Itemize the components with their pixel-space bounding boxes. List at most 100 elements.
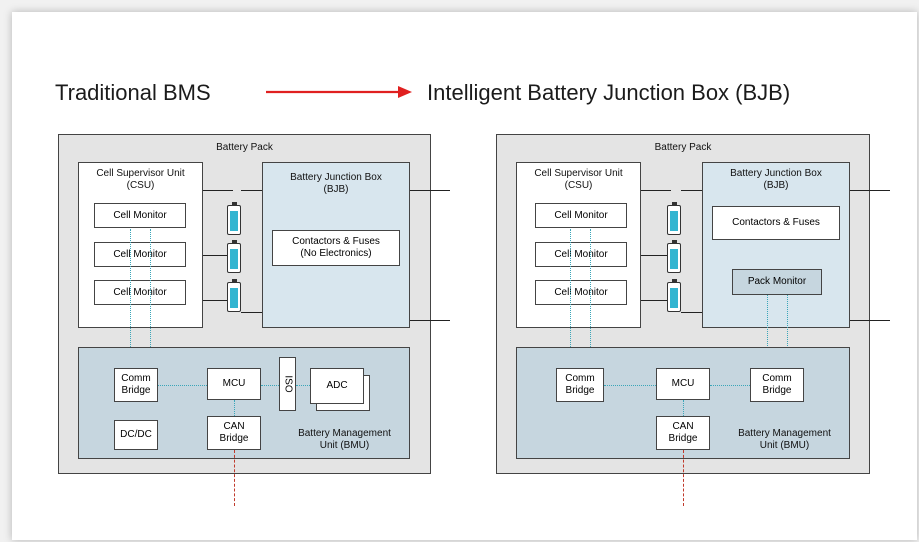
right-pack-label: Battery Pack — [654, 142, 712, 153]
left-comm-bridge-line2: Bridge — [121, 385, 151, 396]
left-mcu-can-link — [234, 400, 235, 416]
right-can-bus-line — [683, 450, 684, 506]
right-bjb — [702, 162, 850, 328]
left-cell-1-icon — [227, 202, 241, 235]
right-bjb-title: Battery Junction Box (BJB) — [702, 168, 850, 192]
right-comm-bridge-b-line1: Comm — [762, 373, 792, 384]
left-cell-wire-5 — [241, 312, 263, 313]
left-can-bridge-line2: Bridge — [219, 433, 249, 444]
right-can-bridge-line1: CAN — [672, 421, 694, 432]
left-hv-line-top — [410, 190, 450, 191]
right-comm-bridge-b: Comm Bridge — [750, 368, 804, 402]
left-iso-label: ISO — [282, 375, 294, 393]
left-mcu-iso-link — [261, 385, 279, 386]
left-can-bridge-line1: CAN — [223, 421, 245, 432]
left-cell-wire-3 — [203, 300, 233, 301]
left-can-bus-line — [234, 450, 235, 506]
right-contactors-label: Contactors & Fuses — [732, 217, 820, 228]
right-contactors-fuses: Contactors & Fuses — [712, 206, 840, 240]
right-comm-mcu-link — [604, 385, 656, 386]
right-cell-wire-3 — [641, 300, 671, 301]
right-csu-bus-b — [590, 229, 591, 369]
right-bmu-label-line2: Unit (BMU) — [759, 440, 810, 451]
left-bjb-title-line1: Battery Junction Box — [290, 172, 382, 183]
left-bmu-label-line1: Battery Management — [298, 428, 391, 439]
left-iso: ISO — [279, 357, 296, 411]
right-pack-monitor: Pack Monitor — [732, 269, 822, 295]
right-bjb-title-line1: Battery Junction Box — [730, 168, 822, 179]
left-cell-monitor-3: Cell Monitor — [94, 280, 186, 305]
left-bjb-title-line2: (BJB) — [323, 184, 349, 195]
transition-arrow-icon — [266, 86, 412, 98]
left-cell-2-icon — [227, 240, 241, 273]
left-adc-label: ADC — [326, 380, 348, 391]
right-cell-monitor-1: Cell Monitor — [535, 203, 627, 228]
left-contactors-fuses: Contactors & Fuses (No Electronics) — [272, 230, 400, 266]
right-pack-monitor-bus-a — [767, 295, 768, 368]
right-csu-bus-a — [570, 229, 571, 369]
right-cell-wire-2 — [641, 255, 671, 256]
right-csu-title: Cell Supervisor Unit (CSU) — [516, 168, 641, 192]
left-cell-wire-2 — [203, 255, 233, 256]
left-cell-monitor-1-label: Cell Monitor — [113, 209, 167, 221]
left-iso-adc-link — [296, 385, 312, 386]
left-csu-title-line1: Cell Supervisor Unit — [96, 168, 185, 179]
right-cell-monitor-2: Cell Monitor — [535, 242, 627, 267]
left-can-bridge: CAN Bridge — [207, 416, 261, 450]
left-csu-title: Cell Supervisor Unit (CSU) — [78, 168, 203, 192]
right-bjb-title-line2: (BJB) — [763, 180, 789, 191]
left-csu-bus-b — [150, 229, 151, 369]
right-csu-title-line1: Cell Supervisor Unit — [534, 168, 623, 179]
left-bjb-title: Battery Junction Box (BJB) — [262, 172, 410, 196]
right-mcu-comm-link — [710, 385, 750, 386]
left-cell-monitor-2-label: Cell Monitor — [113, 248, 167, 260]
right-pack-monitor-bus-b — [787, 295, 788, 368]
left-cell-monitor-1: Cell Monitor — [94, 203, 186, 228]
right-cell-monitor-1-label: Cell Monitor — [554, 209, 608, 221]
left-contactors-line1: Contactors & Fuses — [292, 236, 380, 247]
right-comm-bridge-b-line2: Bridge — [762, 385, 792, 396]
left-cell-3-icon — [227, 279, 241, 312]
left-csu-title-line2: (CSU) — [126, 180, 155, 191]
left-cell-monitor-2: Cell Monitor — [94, 242, 186, 267]
left-dcdc: DC/DC — [114, 420, 158, 450]
right-cell-monitor-3: Cell Monitor — [535, 280, 627, 305]
right-hv-line-top — [850, 190, 890, 191]
right-can-bridge: CAN Bridge — [656, 416, 710, 450]
left-dcdc-label: DC/DC — [120, 429, 152, 440]
left-comm-bridge: Comm Bridge — [114, 368, 158, 402]
left-comm-bridge-line1: Comm — [121, 373, 151, 384]
right-cell-3-icon — [667, 279, 681, 312]
right-cell-monitor-2-label: Cell Monitor — [554, 248, 608, 260]
right-cell-2-icon — [667, 240, 681, 273]
right-cell-monitor-3-label: Cell Monitor — [554, 286, 608, 298]
right-hv-line-bottom — [850, 320, 890, 321]
right-comm-bridge-line1: Comm — [565, 373, 595, 384]
right-mcu-can-link — [683, 400, 684, 416]
right-comm-bridge-line2: Bridge — [565, 385, 595, 396]
right-cell-wire-1 — [641, 190, 671, 191]
right-csu-title-line2: (CSU) — [564, 180, 593, 191]
left-hv-line-bottom — [410, 320, 450, 321]
heading-traditional-bms: Traditional BMS — [55, 80, 211, 105]
right-cell-wire-4 — [681, 190, 703, 191]
left-pack-label: Battery Pack — [216, 142, 273, 153]
left-mcu-label: MCU — [222, 378, 246, 389]
right-cell-wire-5 — [681, 312, 703, 313]
right-cell-1-icon — [667, 202, 681, 235]
left-cell-wire-4 — [241, 190, 263, 191]
left-bmu-label: Battery Management Unit (BMU) — [282, 428, 407, 452]
right-mcu-label: MCU — [671, 378, 695, 389]
right-bmu-label: Battery Management Unit (BMU) — [722, 428, 847, 452]
right-mcu: MCU — [656, 368, 710, 400]
left-cell-monitor-3-label: Cell Monitor — [113, 286, 167, 298]
left-csu-bus-a — [130, 229, 131, 369]
right-bmu-label-line1: Battery Management — [738, 428, 831, 439]
left-bmu-label-line2: Unit (BMU) — [319, 440, 370, 451]
right-can-bridge-line2: Bridge — [668, 433, 698, 444]
right-pack-monitor-label: Pack Monitor — [747, 276, 807, 287]
right-comm-bridge: Comm Bridge — [556, 368, 604, 402]
left-comm-mcu-link — [158, 385, 207, 386]
left-contactors-line2: (No Electronics) — [300, 248, 372, 259]
left-adc: ADC — [310, 368, 364, 404]
